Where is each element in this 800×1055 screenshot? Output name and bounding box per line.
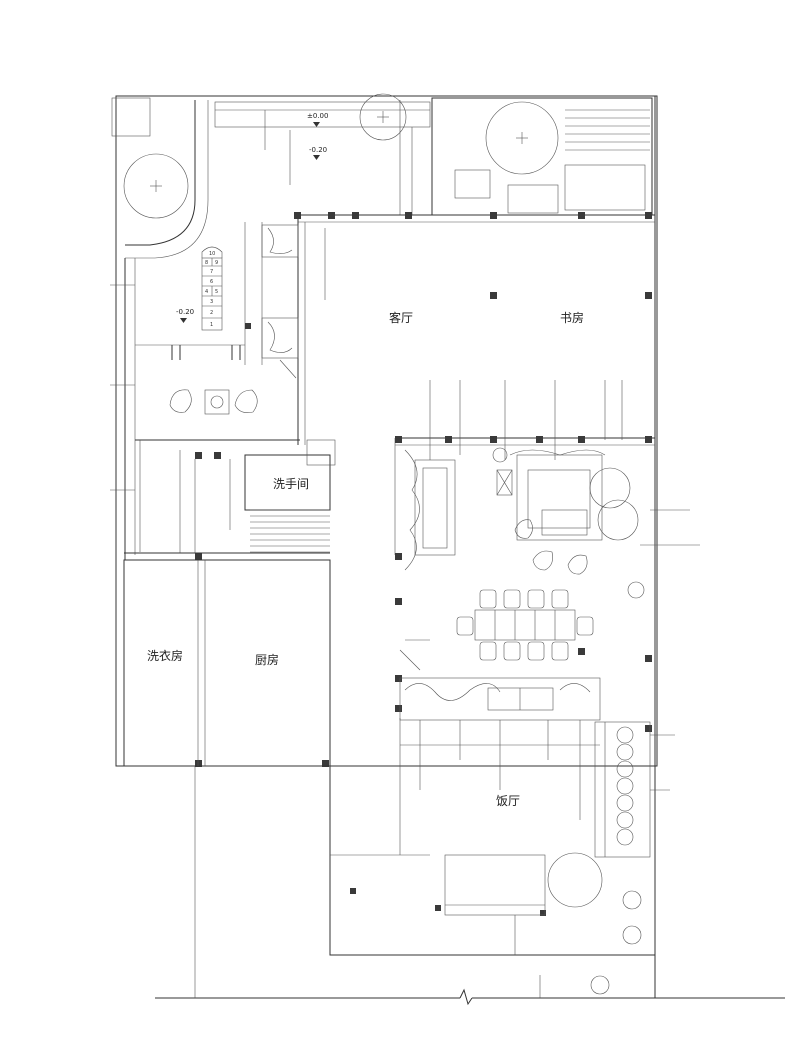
- dining-table: [456, 589, 594, 661]
- hopscotch-10: 10: [209, 251, 215, 257]
- hopscotch-6: 6: [210, 279, 213, 285]
- courtyard: [111, 97, 300, 560]
- label-powder-room: 洗手间: [273, 477, 309, 491]
- terrace: ±0.00 -0.20: [214, 93, 431, 215]
- dining-area: [330, 639, 603, 916]
- planters-entry: [261, 224, 299, 379]
- label-kitchen: 厨房: [255, 652, 279, 667]
- structural-columns: [195, 212, 652, 916]
- leader-lines: [110, 110, 700, 998]
- hopscotch: 10 8 9 7 6 4 5 3 2 1 -0.20: [176, 246, 223, 331]
- label-dining-room: 饭厅: [496, 794, 520, 808]
- level-courtyard: -0.20: [176, 308, 194, 316]
- label-study: 书房: [560, 310, 584, 325]
- room-labels: 客厅 书房 洗手间 洗衣房 厨房 饭厅: [147, 310, 584, 808]
- hopscotch-7: 7: [210, 269, 213, 275]
- hopscotch-4: 4: [205, 289, 208, 295]
- powder-room: [124, 439, 336, 561]
- study-deck: [431, 97, 653, 216]
- level-terrace-top: ±0.00: [307, 112, 328, 120]
- hopscotch-2: 2: [210, 310, 213, 316]
- courtyard-furniture: [169, 345, 258, 415]
- service-rooms: [123, 559, 331, 767]
- label-laundry-room: 洗衣房: [147, 648, 183, 663]
- hopscotch-1: 1: [210, 322, 213, 328]
- living-furniture: [404, 447, 639, 575]
- level-terrace-step: -0.20: [309, 146, 327, 154]
- facade-walls: [244, 214, 655, 555]
- hopscotch-5: 5: [215, 289, 218, 295]
- hopscotch-9: 9: [215, 260, 218, 266]
- hopscotch-3: 3: [210, 299, 213, 305]
- display-rack: [590, 581, 651, 995]
- outer-walls: [115, 95, 785, 1006]
- hopscotch-8: 8: [205, 260, 208, 266]
- label-living-room: 客厅: [389, 310, 413, 325]
